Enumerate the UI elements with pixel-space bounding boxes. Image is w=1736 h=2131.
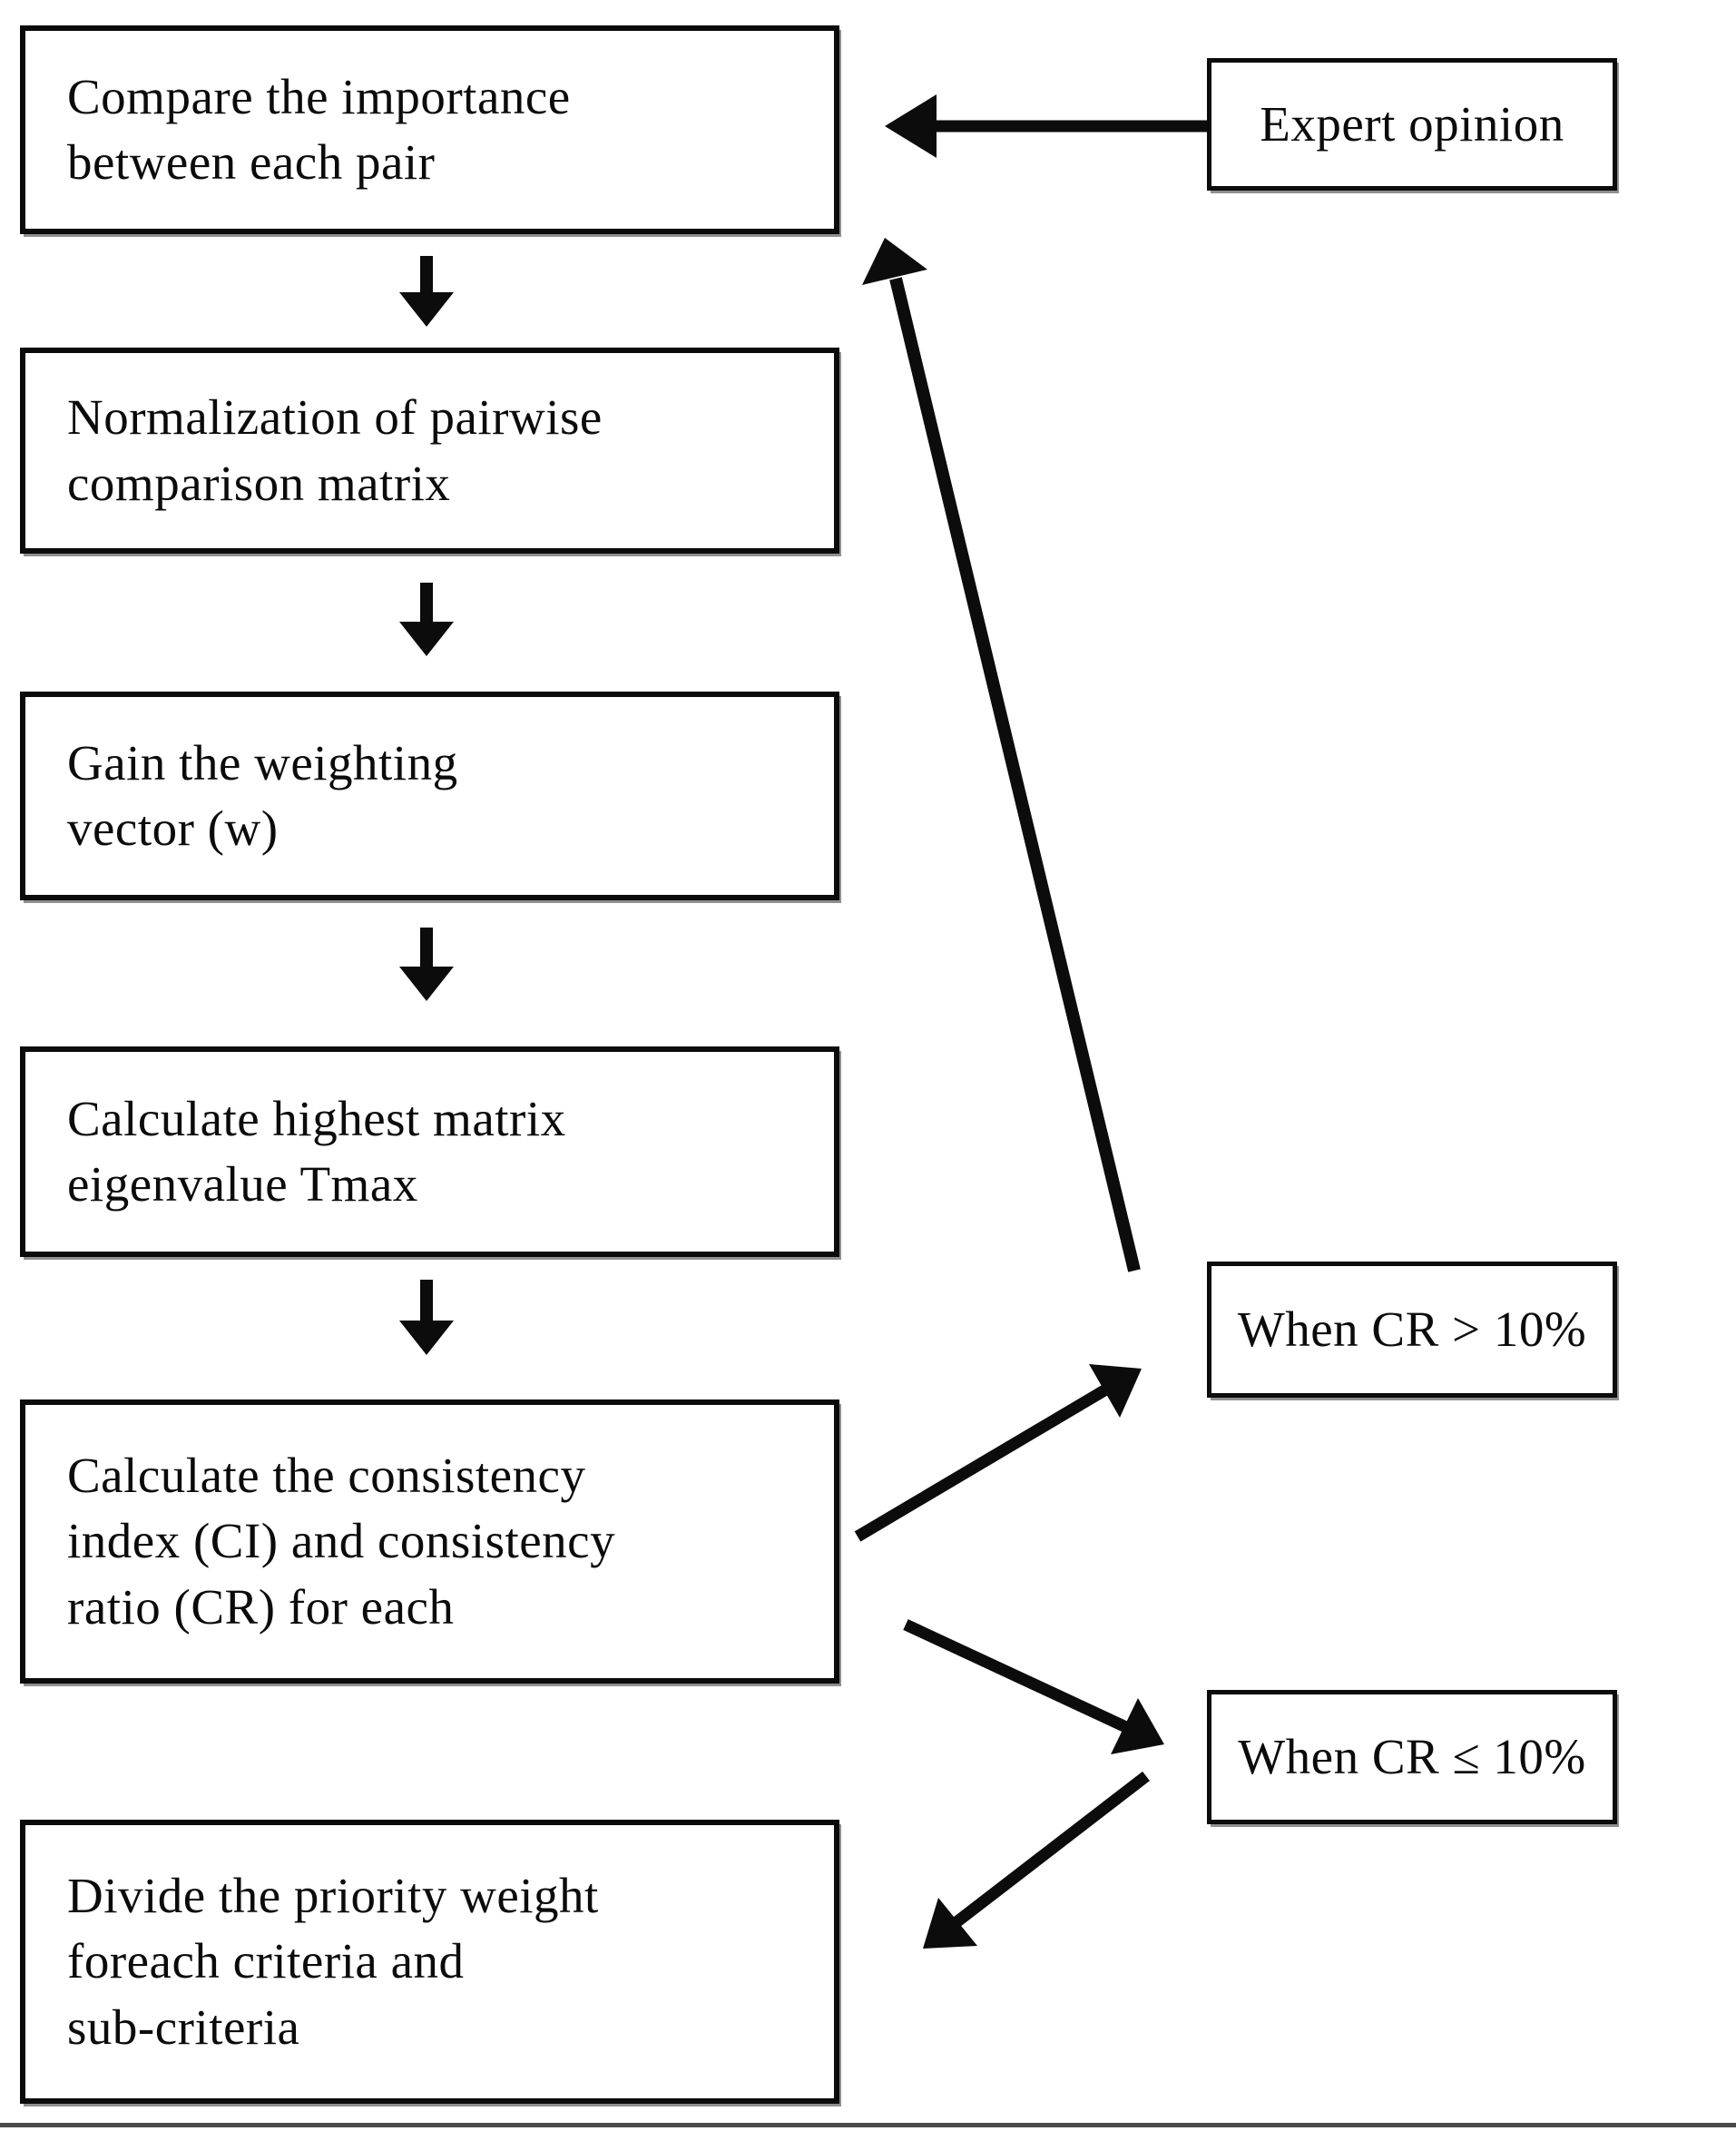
flow-box-divide-label: Divide the priority weight foreach crite… bbox=[67, 1868, 599, 2055]
flow-box-consistency: Calculate the consistency index (CI) and… bbox=[20, 1399, 839, 1684]
flow-box-divide: Divide the priority weight foreach crite… bbox=[20, 1820, 839, 2104]
side-box-cr-greater: When CR > 10% bbox=[1207, 1262, 1617, 1398]
side-box-expert-opinion-label: Expert opinion bbox=[1260, 96, 1564, 152]
side-box-cr-greater-label: When CR > 10% bbox=[1237, 1301, 1587, 1357]
side-box-cr-lessequal-label: When CR ≤ 10% bbox=[1238, 1729, 1586, 1784]
arrow-weighting-to-eigenvalue bbox=[399, 928, 454, 1001]
flow-box-compare: Compare the importance between each pair bbox=[20, 25, 839, 234]
arrow-crle-to-divide bbox=[923, 1771, 1150, 1949]
figure-bottom-edge bbox=[0, 2123, 1736, 2127]
flow-box-normalize: Normalization of pairwise comparison mat… bbox=[20, 348, 839, 554]
arrow-normalize-to-weighting bbox=[399, 583, 454, 656]
flow-box-weighting: Gain the weighting vector (w) bbox=[20, 692, 839, 900]
side-box-cr-lessequal: When CR ≤ 10% bbox=[1207, 1690, 1617, 1824]
flow-box-normalize-label: Normalization of pairwise comparison mat… bbox=[67, 389, 603, 511]
flow-box-consistency-label: Calculate the consistency index (CI) and… bbox=[67, 1448, 616, 1635]
side-box-expert-opinion: Expert opinion bbox=[1207, 58, 1617, 191]
arrow-compare-to-normalize bbox=[399, 256, 454, 327]
flow-box-eigenvalue-label: Calculate highest matrix eigenvalue Tmax bbox=[67, 1090, 566, 1212]
flow-box-compare-label: Compare the importance between each pair bbox=[67, 68, 571, 190]
arrow-consistency-to-crle bbox=[903, 1619, 1164, 1754]
flow-box-weighting-label: Gain the weighting vector (w) bbox=[67, 734, 458, 856]
arrow-consistency-to-crgt bbox=[854, 1364, 1142, 1542]
arrow-expert-to-compare bbox=[885, 94, 1207, 158]
arrow-crgt-to-compare bbox=[862, 238, 1141, 1272]
flow-box-eigenvalue: Calculate highest matrix eigenvalue Tmax bbox=[20, 1046, 839, 1257]
arrow-eigenvalue-to-consistency bbox=[399, 1280, 454, 1355]
